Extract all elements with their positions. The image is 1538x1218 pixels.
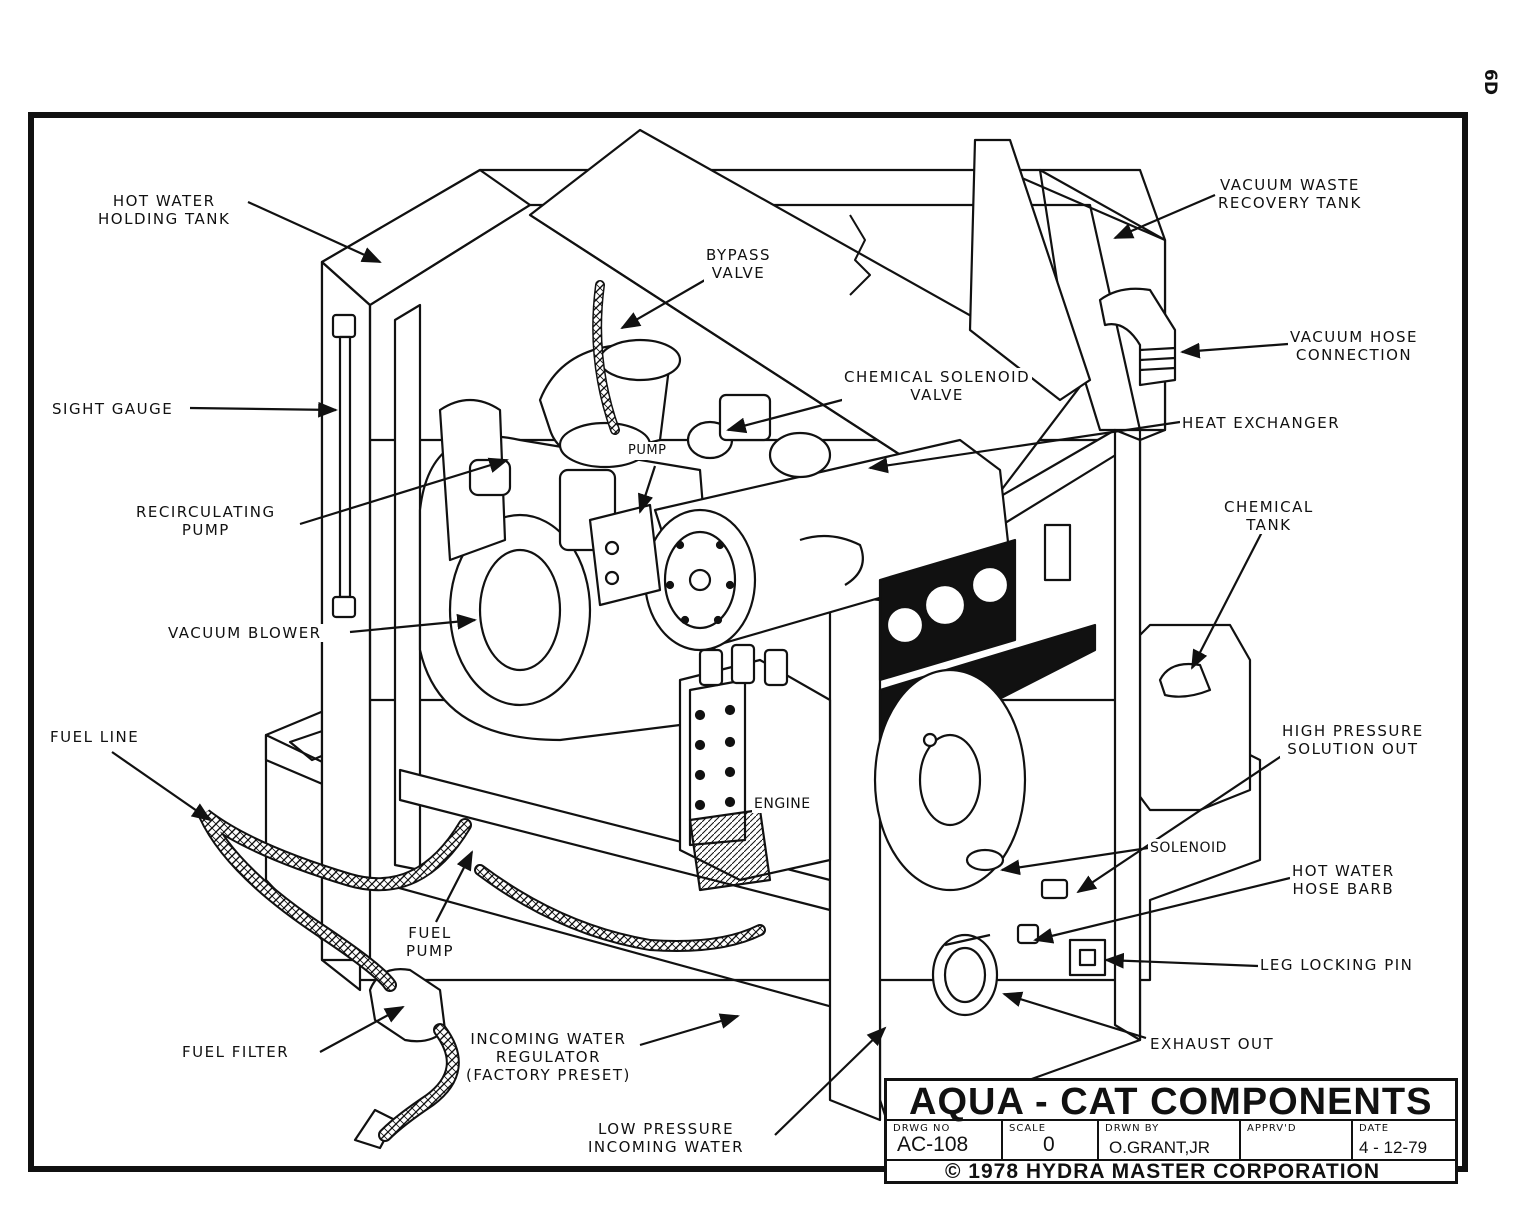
- label-vacuum-blower: VACUUM BLOWER: [166, 624, 324, 642]
- drawn-by-caption: DRWN BY: [1105, 1123, 1160, 1134]
- chemical-tank: [1133, 623, 1252, 812]
- label-sight-gauge: SIGHT GAUGE: [50, 400, 176, 418]
- drawn-by-cell: DRWN BY O.GRANT,JR: [1099, 1121, 1241, 1159]
- date-caption: DATE: [1359, 1123, 1390, 1134]
- title-block: AQUA - CAT COMPONENTS DRWG NO AC-108 SCA…: [884, 1078, 1458, 1184]
- drawing-number: AC-108: [897, 1133, 969, 1156]
- label-chemical-tank: CHEMICAL TANK: [1222, 498, 1316, 534]
- label-pump: PUMP: [626, 442, 669, 460]
- frame-post-front: [828, 573, 882, 1122]
- copyright-line: © 1978 HYDRA MASTER CORPORATION: [945, 1160, 1381, 1183]
- lid-brace: [968, 138, 1092, 402]
- approved-caption: APPRV'D: [1247, 1123, 1297, 1134]
- label-fuel-filter: FUEL FILTER: [180, 1043, 292, 1061]
- label-vacuum-hose-connection: VACUUM HOSE CONNECTION: [1288, 328, 1421, 364]
- label-exhaust-out: EXHAUST OUT: [1148, 1035, 1277, 1053]
- label-solenoid: SOLENOID: [1148, 839, 1229, 857]
- vacuum-hose-connection: [1098, 287, 1177, 387]
- drawing-number-cell: DRWG NO AC-108: [887, 1121, 1003, 1159]
- label-incoming-water-regulator: INCOMING WATER REGULATOR (FACTORY PRESET…: [464, 1030, 633, 1084]
- approved-cell: APPRV'D: [1241, 1121, 1353, 1159]
- drawing-number-caption: DRWG NO: [893, 1123, 951, 1134]
- drawn-by: O.GRANT,JR: [1109, 1138, 1211, 1157]
- label-bypass-valve: BYPASS VALVE: [704, 246, 774, 282]
- label-chemical-solenoid-valve: CHEMICAL SOLENOID VALVE: [842, 368, 1033, 404]
- scale-cell: SCALE 0: [1003, 1121, 1099, 1159]
- label-vacuum-waste-recovery-tank: VACUUM WASTE RECOVERY TANK: [1216, 176, 1364, 212]
- date-cell: DATE 4 - 12-79: [1353, 1121, 1455, 1159]
- label-high-pressure-solution-out: HIGH PRESSURE SOLUTION OUT: [1280, 722, 1426, 758]
- label-hot-water-hose-barb: HOT WATER HOSE BARB: [1290, 862, 1397, 898]
- label-leg-locking-pin: LEG LOCKING PIN: [1258, 956, 1416, 974]
- pump-block: [588, 503, 662, 607]
- title-block-fields: DRWG NO AC-108 SCALE 0 DRWN BY O.GRANT,J…: [887, 1121, 1455, 1161]
- label-recirculating-pump: RECIRCULATING PUMP: [134, 503, 278, 539]
- label-hot-water-holding-tank: HOT WATER HOLDING TANK: [96, 192, 233, 228]
- drawing-title: AQUA - CAT COMPONENTS: [887, 1081, 1455, 1123]
- scale-caption: SCALE: [1009, 1123, 1047, 1134]
- label-heat-exchanger: HEAT EXCHANGER: [1180, 414, 1343, 432]
- scale-value: 0: [1043, 1133, 1055, 1156]
- label-fuel-line: FUEL LINE: [48, 728, 142, 746]
- drawing-border: [28, 112, 1468, 1172]
- label-engine: ENGINE: [752, 795, 813, 813]
- date-value: 4 - 12-79: [1359, 1138, 1428, 1157]
- label-fuel-pump: FUEL PUMP: [404, 924, 457, 960]
- label-low-pressure-incoming-water: LOW PRESSURE INCOMING WATER: [586, 1120, 747, 1156]
- sight-gauge-tube: [338, 335, 352, 599]
